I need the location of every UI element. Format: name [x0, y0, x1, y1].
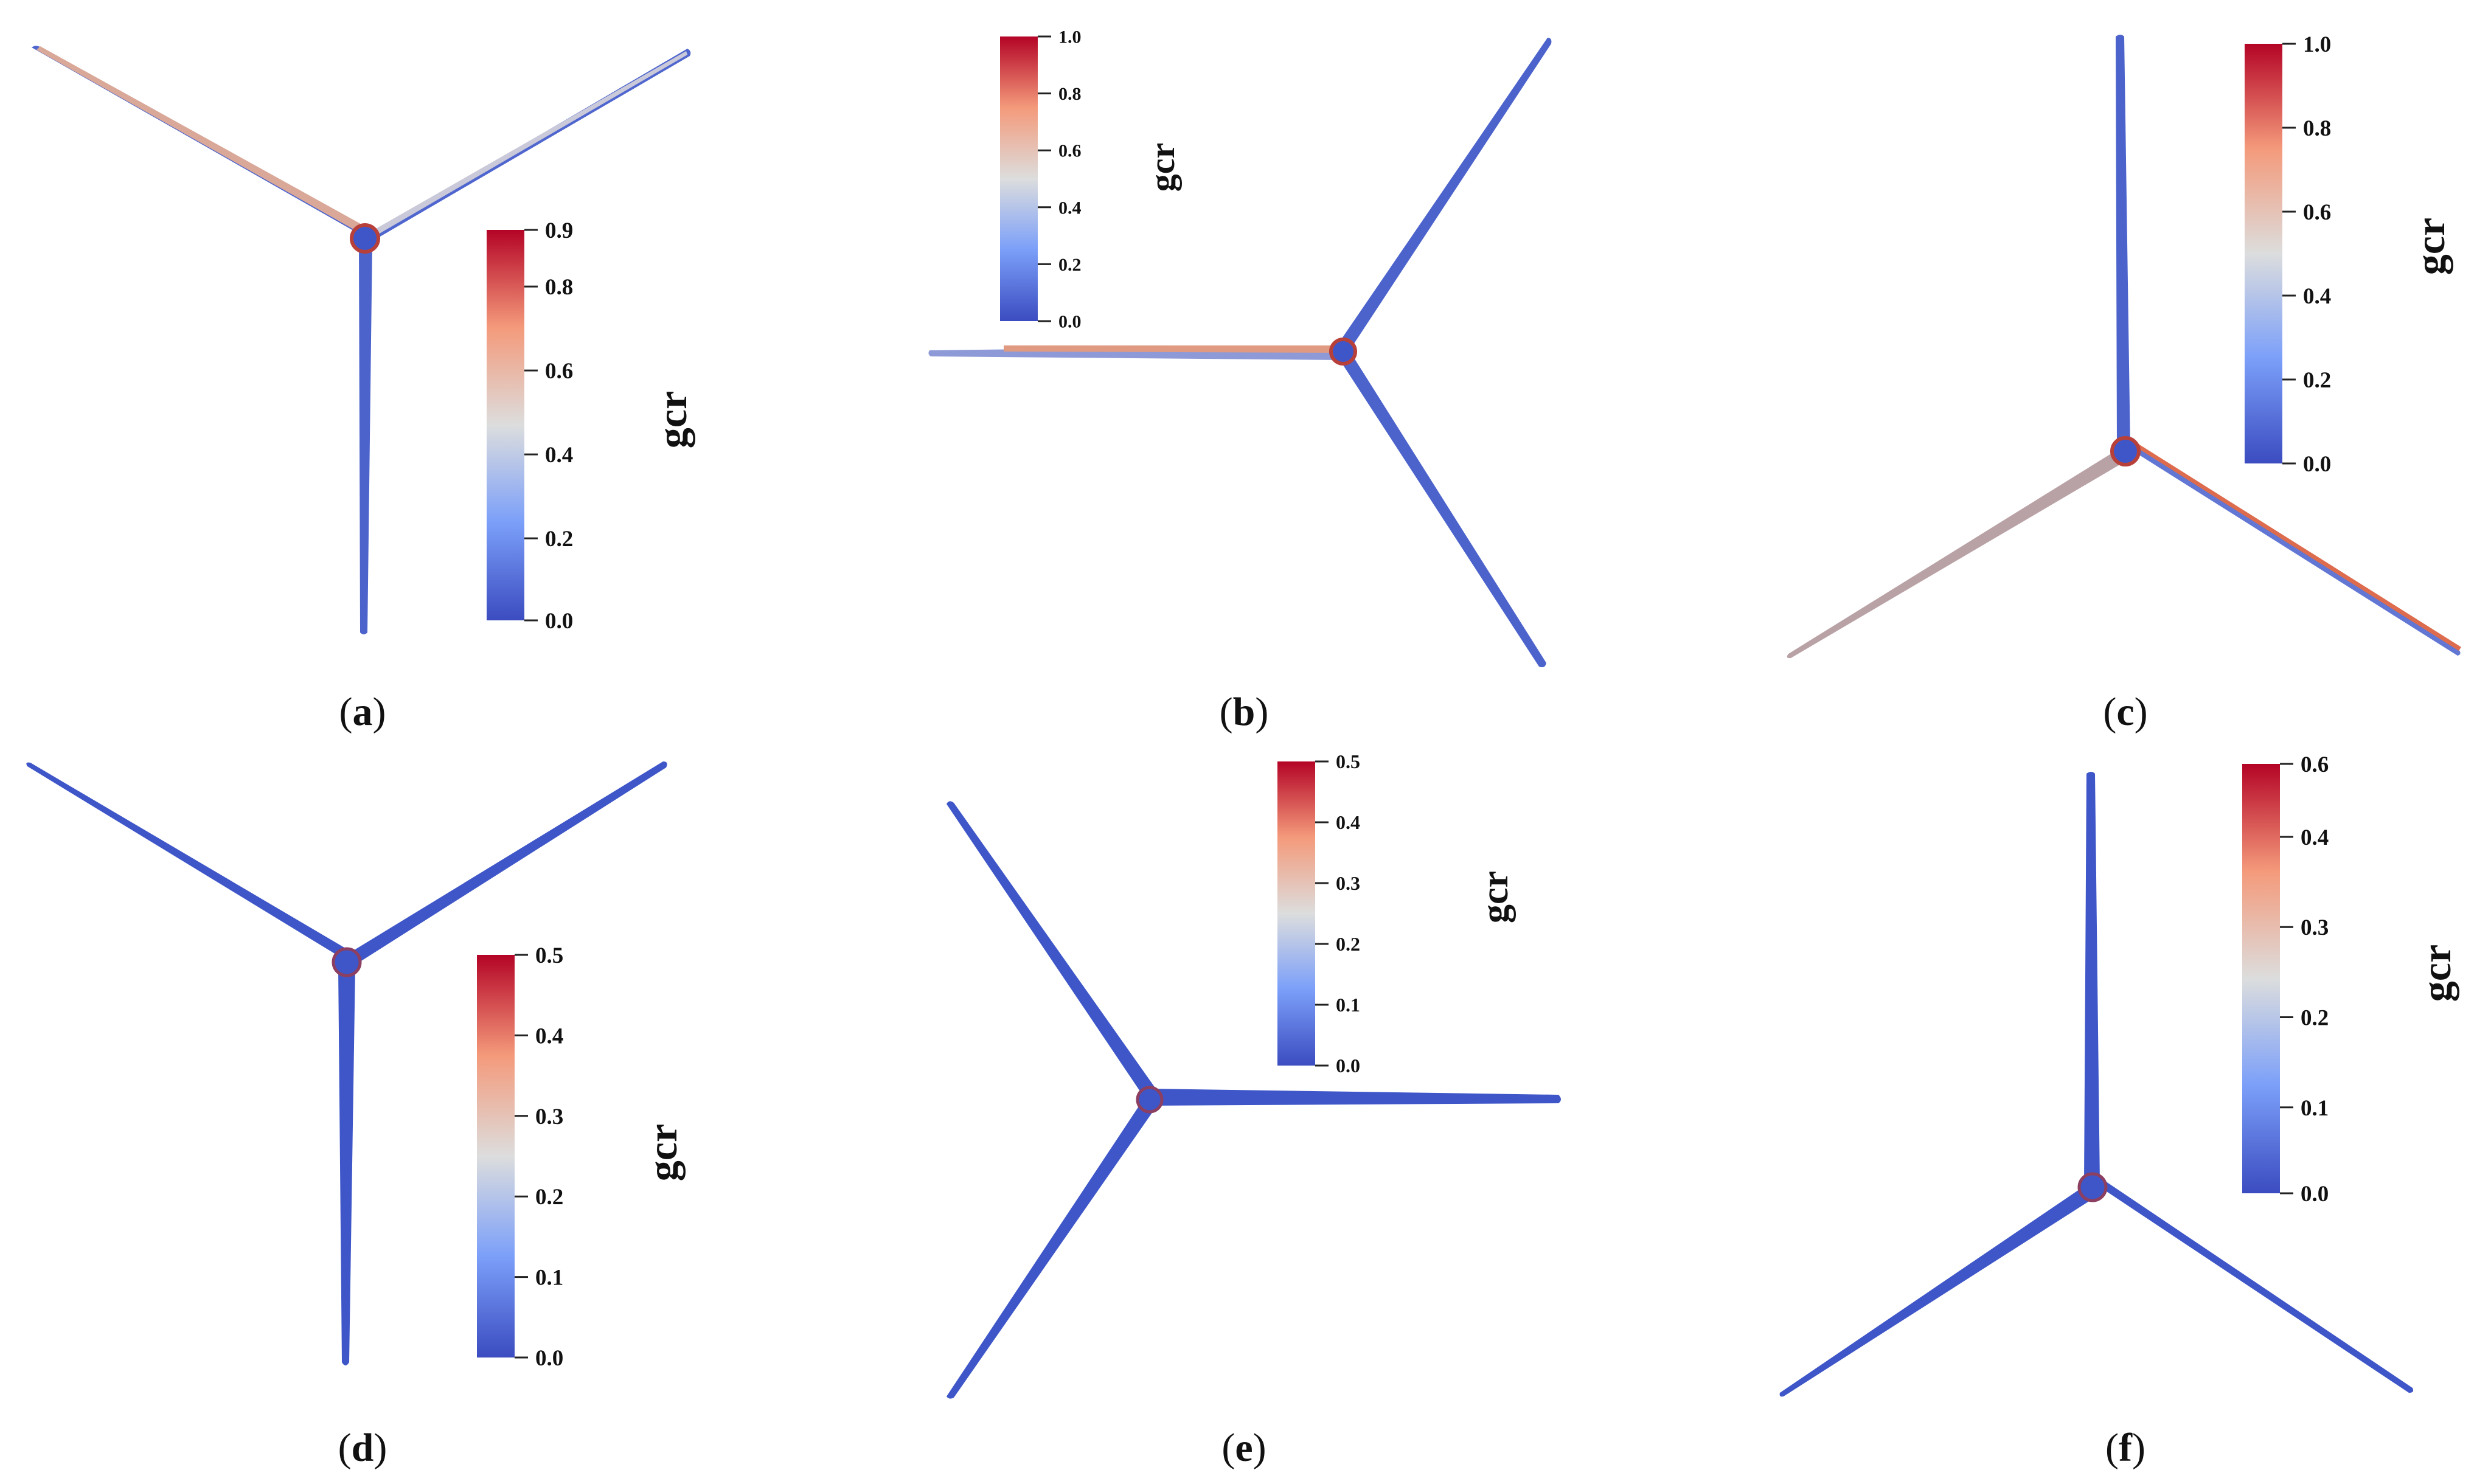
rotor-e: [947, 801, 1561, 1399]
colorbar-tick-label: 0.0: [535, 1346, 563, 1371]
colorbar-tick-label: 0.3: [535, 1104, 563, 1129]
colorbar-tick-label: 0.6: [1058, 141, 1082, 161]
colorbar-tick-label: 0.0: [2303, 452, 2331, 477]
colorbar-gradient: [1000, 36, 1038, 321]
blade-a-bottom: [359, 243, 372, 634]
colorbar-tick-label: 0.4: [535, 1024, 563, 1049]
hub-b: [1329, 338, 1357, 366]
panel-b: 1.0 0.8 0.6 0.4 0.2 0.0 gcr (b): [928, 27, 1552, 734]
colorbar-c: 1.0 0.8 0.6 0.4 0.2 0.0 gcr: [2245, 32, 2453, 477]
blade-e-upper: [947, 801, 1156, 1095]
blade-f-lower-right: [2094, 1177, 2414, 1393]
blade-c-lower-left: [1787, 447, 2129, 659]
colorbar-tick-label: 0.9: [545, 218, 573, 243]
colorbar-tick-label: 0.4: [545, 443, 573, 468]
colorbar-gradient: [477, 955, 515, 1357]
blade-b-left-surface: [1004, 345, 1341, 353]
blade-f-lower-left: [1779, 1183, 2099, 1397]
rotor-a: [32, 46, 691, 634]
blade-e-lower: [947, 1097, 1157, 1399]
colorbar-gradient: [2245, 44, 2282, 463]
colorbar-tick-label: 0.2: [535, 1185, 563, 1210]
rotor-f: [1779, 772, 2414, 1397]
colorbar-tick-label: 0.2: [2303, 368, 2331, 393]
blade-c-lower-right: [2127, 441, 2461, 656]
blade-b-upper: [1337, 38, 1552, 353]
colorbar-tick-label: 0.2: [2301, 1005, 2329, 1030]
colorbar-title: gcr: [639, 1124, 686, 1181]
colorbar-tick-label: 0.2: [1336, 933, 1360, 955]
hub-c: [2110, 436, 2141, 466]
hub-e: [1136, 1086, 1164, 1114]
blade-f-upper: [2084, 772, 2100, 1183]
colorbar-e: 0.5 0.4 0.3 0.2 0.1 0.0 gcr: [1277, 751, 1516, 1077]
blade-b-lower: [1338, 350, 1546, 668]
blade-a-left-surface: [36, 46, 365, 232]
rotor-d: [26, 761, 667, 1365]
blade-d-left: [26, 762, 352, 961]
colorbar-title: gcr: [2413, 945, 2459, 1002]
blade-c-lower-right-edge: [2129, 440, 2461, 651]
panel-label-e: (e): [1221, 1426, 1266, 1470]
colorbar-tick-label: 0.0: [1058, 312, 1082, 332]
colorbar-tick-label: 0.1: [535, 1266, 563, 1291]
rotor-c: [1787, 35, 2461, 659]
colorbar-tick-label: 0.5: [1336, 751, 1360, 772]
colorbar-tick-label: 0.1: [2301, 1096, 2329, 1121]
colorbar-tick-label: 0.4: [2301, 825, 2329, 850]
colorbar-title: gcr: [1475, 871, 1516, 923]
blade-c-upper: [2116, 35, 2130, 447]
hub-d: [332, 947, 362, 977]
colorbar-gradient: [1277, 761, 1315, 1066]
colorbar-tick-label: 0.1: [1336, 994, 1360, 1016]
colorbar-b: 1.0 0.8 0.6 0.4 0.2 0.0 gcr: [1000, 27, 1182, 332]
colorbar-tick-label: 0.8: [2303, 116, 2331, 141]
panel-f: 0.6 0.4 0.3 0.2 0.1 0.0 gcr (f): [1779, 752, 2459, 1470]
panel-label-b: (b): [1220, 690, 1269, 734]
colorbar-tick-label: 0.0: [1336, 1055, 1360, 1077]
colorbar-gradient: [487, 230, 524, 620]
colorbar-a: 0.9 0.8 0.6 0.4 0.2 0.0 gcr: [487, 218, 695, 634]
colorbar-tick-label: 0.4: [2303, 284, 2331, 309]
panel-label-c: (c): [2103, 690, 2147, 734]
panel-d: 0.5 0.4 0.3 0.2 0.1 0.0 gcr (d): [26, 761, 686, 1470]
colorbar-title: gcr: [649, 391, 695, 448]
hub-f: [2077, 1172, 2108, 1202]
panel-e: 0.5 0.4 0.3 0.2 0.1 0.0 gcr (e): [947, 751, 1561, 1470]
colorbar-d: 0.5 0.4 0.3 0.2 0.1 0.0 gcr: [477, 943, 686, 1371]
panel-label-a: (a): [339, 690, 386, 734]
panel-c: 1.0 0.8 0.6 0.4 0.2 0.0 gcr (c): [1787, 32, 2461, 734]
blade-e-right: [1150, 1089, 1561, 1106]
colorbar-tick-label: 0.8: [545, 275, 573, 300]
colorbar-tick-label: 0.2: [1058, 255, 1082, 275]
colorbar-title: gcr: [2407, 218, 2453, 275]
panel-label-f: (f): [2105, 1426, 2145, 1470]
colorbar-tick-label: 0.3: [2301, 915, 2329, 940]
colorbar-tick-label: 0.2: [545, 527, 573, 552]
blade-d-bottom: [338, 967, 355, 1365]
colorbar-tick-label: 0.6: [545, 359, 573, 384]
colorbar-tick-label: 1.0: [2303, 32, 2331, 57]
colorbar-tick-label: 0.4: [1336, 811, 1360, 833]
panel-a: 0.9 0.8 0.6 0.4 0.2 0.0 gcr (a): [32, 46, 695, 734]
blade-a-right-surface: [367, 51, 687, 238]
colorbar-tick-label: 0.6: [2301, 752, 2329, 777]
blade-d-right: [344, 761, 667, 967]
colorbar-title: gcr: [1142, 143, 1182, 192]
colorbar-tick-label: 0.3: [1336, 872, 1360, 894]
colorbar-tick-label: 0.4: [1058, 198, 1082, 218]
colorbar-tick-label: 0.0: [2301, 1182, 2329, 1207]
colorbar-tick-label: 1.0: [1058, 27, 1082, 47]
colorbar-tick-label: 0.5: [535, 943, 563, 968]
colorbar-tick-label: 0.0: [545, 609, 573, 634]
colorbar-gradient: [2242, 764, 2280, 1193]
rotor-b: [928, 38, 1552, 668]
colorbar-f: 0.6 0.4 0.3 0.2 0.1 0.0 gcr: [2242, 752, 2459, 1207]
panel-label-d: (d): [338, 1426, 387, 1470]
colorbar-tick-label: 0.8: [1058, 84, 1082, 104]
hub-a: [350, 223, 380, 254]
colorbar-tick-label: 0.6: [2303, 200, 2331, 225]
